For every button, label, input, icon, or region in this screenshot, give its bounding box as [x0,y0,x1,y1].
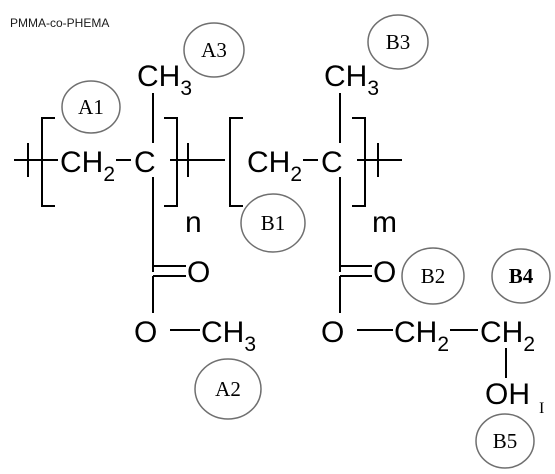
atom-c-2: C [321,146,343,179]
svg-text:A1: A1 [78,95,104,119]
atoms: CH3 CH2 C n O O CH3 CH3 CH2 C m O O CH2 … [60,60,544,417]
label-b1: B1 [240,193,306,253]
atom-ch2-2: CH2 [247,146,302,186]
svg-text:B5: B5 [493,429,518,453]
svg-text:B2: B2 [421,264,446,288]
atom-o-carbonyl-2: O [373,256,396,289]
svg-text:B1: B1 [261,211,286,235]
atom-ch3-b3: CH3 [324,60,379,100]
atom-ch2-terminal: CH2 [480,316,535,356]
index-n: n [185,206,202,239]
svg-text:A2: A2 [215,377,241,401]
bracket-right-n [164,117,178,207]
atom-ch3-a3: CH3 [137,60,192,100]
label-b4: B4 [491,248,551,304]
svg-text:B4: B4 [509,264,534,288]
atom-ch3-a2: CH3 [201,316,256,356]
atom-ch2-1: CH2 [60,146,115,186]
bracket-right-m [352,117,366,207]
atom-oh: OH [485,378,530,411]
label-b5: B5 [475,413,535,469]
atom-o-ester-2: O [321,316,344,349]
svg-text:A3: A3 [201,38,227,62]
bracket-left-m [229,117,243,207]
label-a3: A3 [183,22,245,78]
stray-mark: I [539,400,544,417]
atom-c-1: C [134,146,156,179]
bracket-left-n [41,117,55,207]
atom-o-carbonyl-1: O [187,256,210,289]
circled-labels: A1 A3 B3 B1 B2 B4 A2 B5 [61,14,551,469]
atom-ch2-ester: CH2 [394,316,449,356]
atom-o-ester-1: O [134,316,157,349]
label-a1: A1 [61,80,121,134]
label-a2: A2 [194,358,262,420]
bonds [14,93,507,378]
label-b2: B2 [401,247,465,305]
svg-text:B3: B3 [386,30,411,54]
figure-title: PMMA-co-PHEMA [10,16,110,30]
brackets [41,117,366,207]
index-m: m [372,206,397,239]
label-b3: B3 [367,14,429,70]
